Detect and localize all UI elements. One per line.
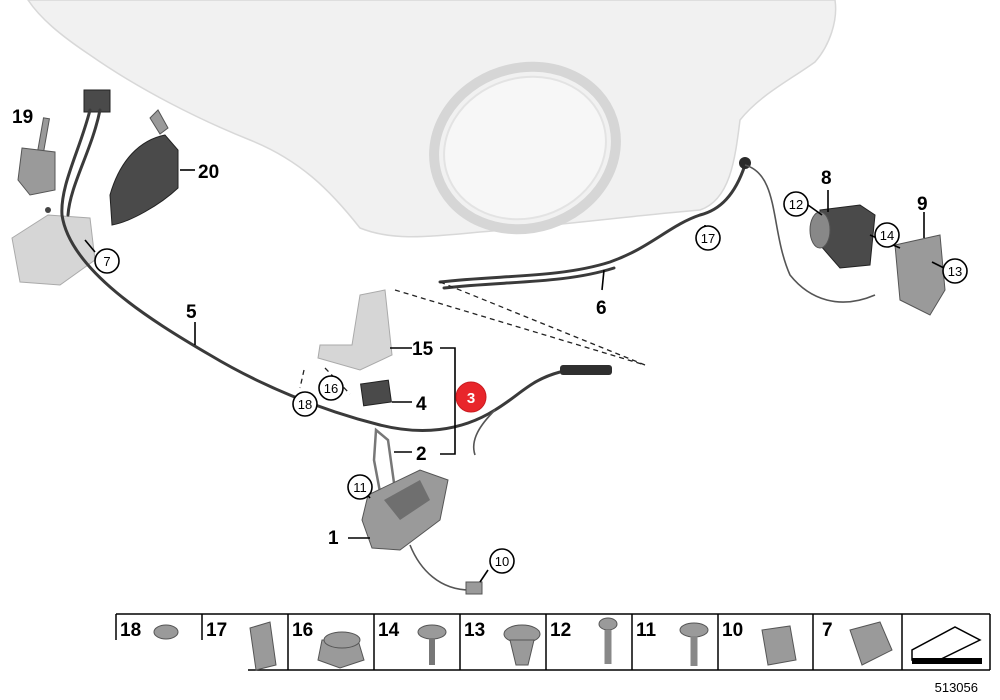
callout-16: 16: [318, 375, 344, 401]
callout-15: 15: [412, 339, 434, 360]
dashed-guide: [394, 281, 646, 366]
legend-7: 7: [822, 620, 833, 641]
svg-text:7: 7: [103, 254, 110, 269]
part-8-actuator: [809, 204, 876, 269]
callout-18: 18: [292, 391, 318, 417]
hood-panel: [27, 0, 837, 238]
clip-10-icon: [761, 625, 797, 666]
svg-text:17: 17: [701, 231, 715, 246]
clip-18-icon: [153, 624, 179, 640]
svg-text:13: 13: [948, 264, 962, 279]
screw-11-icon: [679, 622, 709, 638]
callout-13: 13: [942, 258, 968, 284]
callout-11: 11: [347, 474, 373, 500]
left-hood-latch: [11, 214, 96, 286]
cable-6: [438, 163, 747, 284]
callout-7: 7: [94, 248, 120, 274]
callout-9: 9: [917, 194, 928, 215]
svg-text:11: 11: [353, 480, 367, 495]
callout-19: 19: [12, 107, 33, 128]
svg-text:12: 12: [789, 197, 803, 212]
screw-12-icon: [598, 617, 618, 631]
svg-text:16: 16: [324, 381, 338, 396]
callout-3-highlighted: 3: [455, 381, 487, 413]
callout-8: 8: [821, 168, 832, 189]
legend-12: 12: [550, 620, 571, 641]
part-20-housing: [83, 89, 179, 226]
svg-text:3: 3: [467, 390, 475, 407]
svg-text:14: 14: [880, 228, 894, 243]
reference-number: 513056: [935, 680, 978, 695]
part-2-rod: [372, 427, 397, 494]
part-9-latch: [894, 234, 946, 316]
callout-4: 4: [416, 394, 427, 415]
clip-7-icon: [849, 621, 893, 666]
legend-14: 14: [378, 620, 400, 641]
part-4-clip: [360, 379, 392, 407]
svg-text:18: 18: [298, 397, 312, 412]
legend-16: 16: [292, 620, 313, 641]
part-1-latch: [361, 469, 449, 551]
legend-17: 17: [206, 620, 227, 641]
callout-10: 10: [489, 548, 515, 574]
legend-strip: 18 17 16 14 13 12 11 10 7: [115, 613, 991, 671]
legend-13: 13: [464, 620, 485, 641]
callout-20: 20: [198, 162, 219, 183]
legend-18: 18: [120, 620, 141, 641]
cable-to-latch-9: [744, 164, 876, 303]
legend-arrow-icon: [911, 626, 982, 663]
callout-12: 12: [783, 191, 809, 217]
cable-end-sleeve: [560, 365, 612, 375]
screw-14-icon: [417, 624, 447, 640]
legend-10: 10: [722, 620, 743, 641]
callout-5: 5: [186, 302, 197, 323]
callout-1: 1: [328, 528, 339, 549]
leader-lines: [84, 169, 945, 583]
legend-11: 11: [636, 620, 657, 641]
part-19-bracket: [17, 117, 56, 213]
part-10-connector: [465, 581, 483, 595]
part-15-bracket: [317, 289, 393, 371]
callout-17-top: 17: [695, 225, 721, 251]
svg-text:10: 10: [495, 554, 509, 569]
clip-17-icon: [249, 621, 277, 671]
callout-6: 6: [596, 298, 607, 319]
callout-2: 2: [416, 444, 427, 465]
callout-14: 14: [874, 222, 900, 248]
